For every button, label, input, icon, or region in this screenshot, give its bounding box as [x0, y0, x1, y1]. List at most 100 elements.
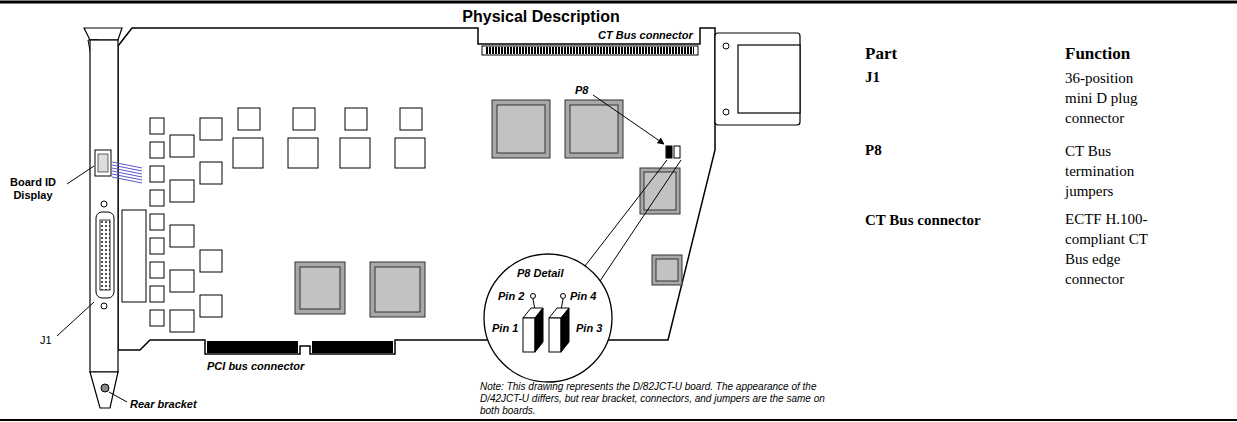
component [150, 238, 164, 254]
title: Physical Description [391, 7, 691, 26]
j1-pins [100, 220, 110, 290]
part-label: J1 [40, 334, 52, 347]
component [150, 190, 164, 206]
wire [112, 162, 142, 168]
board-id-display [95, 150, 111, 176]
pin [561, 294, 566, 299]
component [150, 214, 164, 230]
chip [375, 267, 420, 312]
component [293, 108, 315, 130]
connector-body [122, 210, 146, 302]
chip [492, 100, 550, 158]
ct-bus-connector [482, 46, 698, 55]
chip [300, 267, 340, 309]
pci-fingers [312, 341, 393, 353]
leader-line [67, 166, 94, 184]
bracket-tab [90, 372, 118, 408]
bracket-flange [84, 28, 122, 40]
table-part: P8 [865, 141, 882, 159]
component [238, 108, 260, 130]
mount-hole [723, 43, 729, 49]
mount-hole [723, 109, 729, 115]
part-label: P8 [575, 84, 588, 97]
component [200, 250, 222, 272]
detail-label: P8 Detail [517, 267, 563, 280]
pcb-outline [118, 28, 715, 354]
chip [656, 259, 678, 281]
connector-pins [486, 47, 694, 54]
pin [531, 294, 536, 299]
component [200, 295, 222, 317]
table-part: CT Bus connector [865, 211, 981, 229]
chip [570, 105, 618, 153]
component [170, 135, 194, 157]
table-function: ECTF H.100-compliant CT Bus edge connect… [1065, 209, 1157, 289]
card-retainer [738, 45, 800, 113]
pin-label: Pin 2 [498, 290, 524, 303]
chip-group [295, 100, 682, 317]
table-header: Function [1065, 44, 1130, 64]
component [170, 270, 194, 292]
part-label: Rear bracket [130, 398, 197, 411]
component [345, 108, 367, 130]
component [150, 310, 164, 326]
bracket-hole [101, 384, 109, 392]
detail-circle [484, 254, 612, 382]
card-retainer [715, 33, 800, 125]
jumper-cap [535, 308, 543, 352]
component [170, 180, 194, 202]
chip [295, 262, 345, 314]
wire [112, 165, 142, 171]
detail-line [600, 160, 681, 281]
component [170, 225, 194, 247]
wire [112, 174, 142, 180]
jumper-cap [561, 308, 569, 352]
component [150, 118, 164, 134]
chip [652, 255, 682, 285]
pin-label: Pin 4 [570, 290, 596, 303]
leader-line [109, 392, 127, 402]
jumper [666, 146, 672, 158]
component [170, 310, 194, 332]
board-id-display [98, 154, 108, 172]
component [395, 138, 425, 168]
component-group [150, 108, 425, 332]
chip [370, 262, 425, 317]
frame-line [0, 1, 1237, 4]
table-part: J1 [865, 68, 880, 86]
wire [112, 177, 142, 183]
table-function: 36-position mini D plug connector [1065, 68, 1157, 128]
part-label: Board ID Display [2, 176, 64, 202]
pin-label: Pin 1 [492, 322, 518, 335]
component [150, 142, 164, 158]
jumper [674, 146, 680, 158]
j1-connector [96, 212, 114, 298]
component [340, 138, 370, 168]
component [150, 166, 164, 182]
pci-fingers [207, 341, 298, 353]
leader-line [593, 95, 664, 144]
component [150, 262, 164, 278]
part-label: PCI bus connector [207, 360, 304, 373]
component [200, 118, 222, 140]
frame-line [0, 419, 1237, 421]
detail-line [585, 160, 667, 266]
component [400, 108, 422, 130]
wire [112, 168, 142, 174]
jumper-cap [549, 318, 561, 352]
ribbon-wires [112, 162, 142, 183]
note: Note: This drawing represents the D/82JC… [480, 381, 842, 417]
table-function: CT Bus termination jumpers [1065, 141, 1157, 201]
rear-bracket [90, 40, 118, 372]
component [233, 138, 263, 168]
leader-line [57, 302, 94, 336]
component [200, 162, 222, 184]
pin-label: Pin 3 [576, 322, 602, 335]
chip [565, 100, 623, 158]
screw [101, 201, 107, 207]
wire [112, 171, 142, 177]
table-header: Part [865, 44, 897, 64]
component [288, 138, 318, 168]
